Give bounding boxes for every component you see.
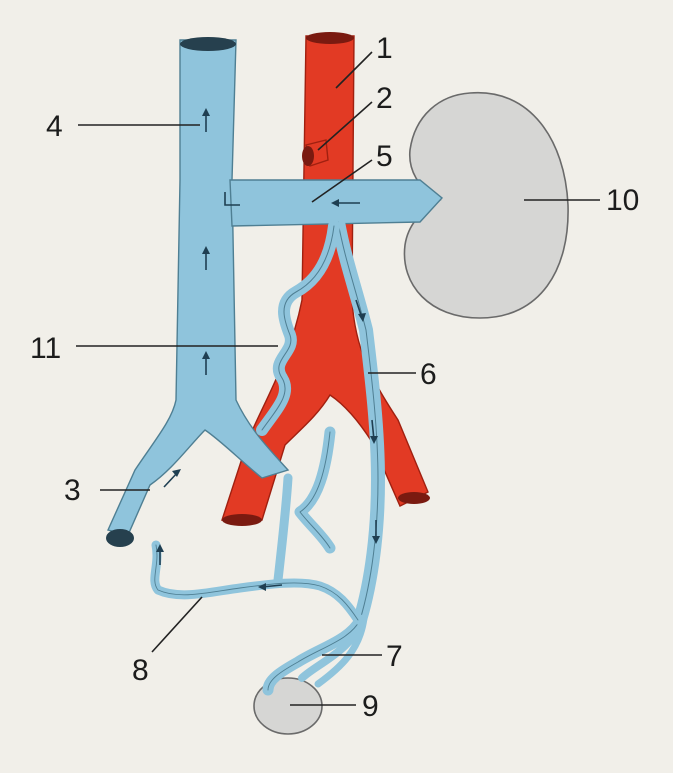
flow-arrow-head [202, 351, 210, 359]
label-1: 1 [376, 32, 393, 65]
number-labels: 1 2 3 4 5 6 7 8 9 10 11 [30, 32, 639, 723]
left-iliac-artery-cut-end [222, 514, 262, 526]
pampiniform-plexus-outline [267, 619, 361, 691]
label-3: 3 [64, 474, 81, 507]
right-iliac-artery-cut-end [398, 492, 430, 504]
label-7: 7 [386, 640, 403, 673]
anastomotic-vein [150, 540, 363, 625]
flow-arrow-head [370, 436, 378, 444]
flow-arrow [224, 192, 240, 206]
label-6: 6 [420, 358, 437, 391]
leader-line-1 [335, 51, 373, 89]
kidney [403, 91, 569, 319]
flow-arrow-head [331, 199, 339, 207]
pampiniform-plexus-strand-2 [314, 614, 368, 688]
iliac-tributary-vein-2 [273, 473, 293, 585]
iliac-vein-cut-end [106, 529, 134, 547]
flow-arrow-head [172, 469, 181, 477]
flow-arrow-head [202, 108, 210, 116]
label-2: 2 [376, 82, 393, 115]
leader-line-5 [311, 159, 373, 203]
label-5: 5 [376, 140, 393, 173]
leader-line-2 [317, 101, 373, 151]
tortuous-vein-11-outline [261, 225, 335, 431]
label-11: 11 [30, 332, 61, 365]
flow-arrow-head [258, 583, 266, 591]
pampiniform-plexus-strand [298, 626, 362, 682]
flow-arrow-head [372, 536, 380, 544]
leader-line-8 [151, 596, 203, 653]
vena-cava-cut-end [180, 37, 236, 51]
label-8: 8 [132, 654, 149, 687]
leader-lines [76, 51, 600, 706]
flow-arrow-head [358, 313, 366, 322]
label-10: 10 [606, 184, 639, 217]
aorta-cut-end [306, 32, 354, 44]
flow-arrow-head [202, 246, 210, 254]
gonadal-vein-6-outline [337, 221, 379, 621]
label-9: 9 [362, 690, 379, 723]
iliac-tributary-vein-outline [299, 431, 331, 549]
branch-artery-cut-end [302, 146, 314, 166]
vena-cava [107, 39, 290, 536]
label-4: 4 [46, 110, 63, 143]
flow-arrows [156, 108, 380, 591]
iliac-tributary-vein [294, 426, 336, 554]
flow-arrow-head [156, 544, 164, 552]
anastomotic-vein-outline [154, 544, 359, 621]
